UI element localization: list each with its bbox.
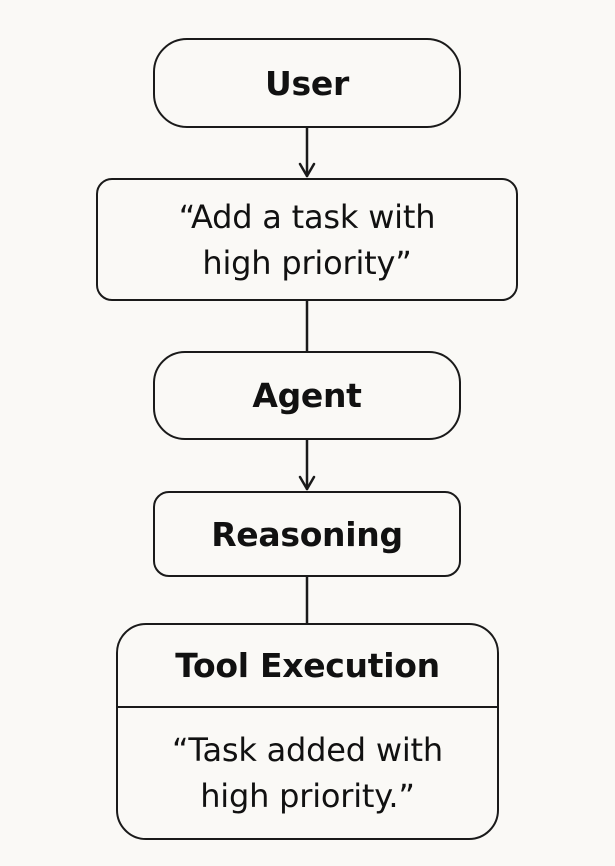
arrowhead-agent-to-reasoning <box>298 475 316 491</box>
agent-node: Agent <box>153 351 461 440</box>
agent-label: Agent <box>252 376 362 415</box>
user-label: User <box>265 63 349 103</box>
request-text-line-2: high priority” <box>202 243 412 282</box>
tool-execution-result: “Task added with high priority.” <box>118 708 497 838</box>
tool-result-text: “Task added with high priority.” <box>172 727 443 819</box>
reasoning-node: Reasoning <box>153 491 461 577</box>
tool-result-line-2: high priority.” <box>200 777 415 815</box>
tool-execution-title: Tool Execution <box>175 646 440 685</box>
arrowhead-user-to-request <box>298 162 316 178</box>
request-node: “Add a task with high priority” <box>96 178 518 301</box>
tool-result-line-1: “Task added with <box>172 731 443 769</box>
tool-execution-header: Tool Execution <box>118 625 497 708</box>
request-text: “Add a task with high priority” <box>179 194 436 286</box>
user-node: User <box>153 38 461 128</box>
request-text-line-1: “Add a task with <box>178 197 436 236</box>
tool-execution-node: Tool Execution “Task added with high pri… <box>116 623 499 840</box>
reasoning-label: Reasoning <box>211 514 403 554</box>
